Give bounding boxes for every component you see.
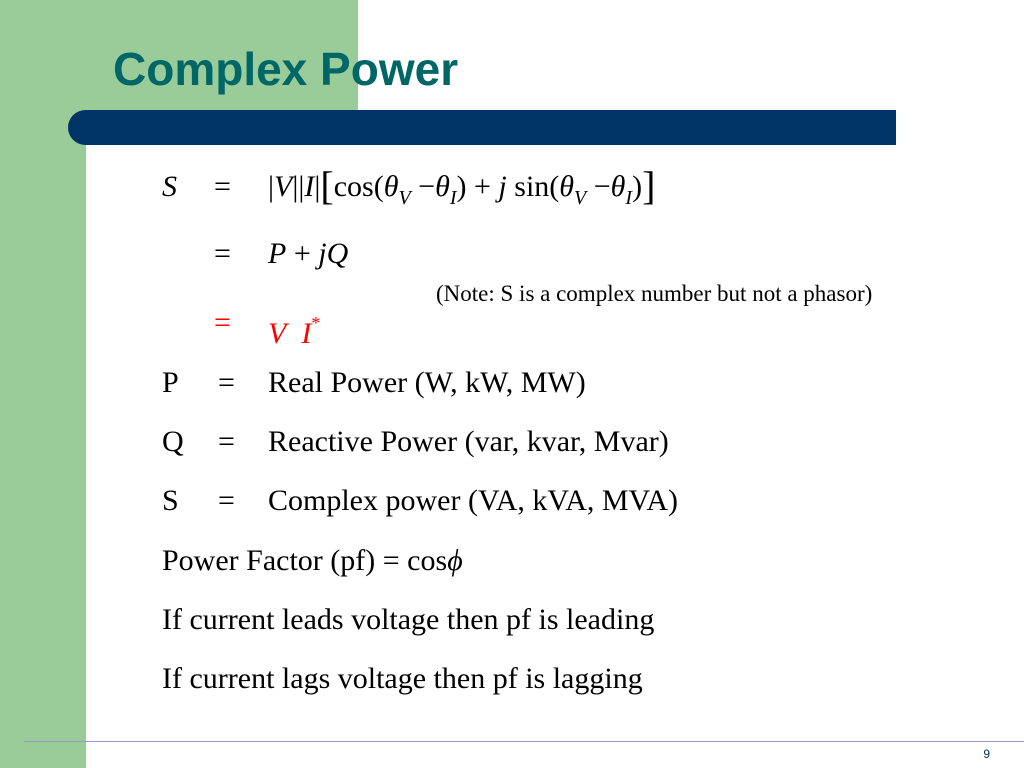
definition-key: Q	[162, 425, 184, 458]
theta-symbol: θ	[383, 170, 399, 203]
page-number: 9	[983, 747, 990, 761]
right-bracket-icon: ]	[642, 163, 656, 208]
note-text: (Note: S is a complex number but not a p…	[436, 281, 873, 306]
plus-sign: +	[286, 237, 319, 270]
voltage-phasor: V	[268, 317, 287, 350]
imaginary-j: j	[498, 170, 507, 203]
sidebar-green-left	[0, 120, 86, 768]
subscript-v: V	[574, 187, 587, 209]
conjugate-star: *	[311, 313, 321, 333]
equation-s-label: S	[162, 170, 177, 203]
definition-key: P	[162, 366, 179, 399]
content-panel	[86, 145, 1024, 768]
close-paren: )	[632, 170, 643, 203]
current-phasor: I	[301, 317, 312, 350]
theta-symbol: θ	[610, 170, 626, 203]
theta-symbol: θ	[435, 170, 450, 203]
abs-bar-icon: |	[268, 170, 275, 203]
subscript-i: I	[449, 187, 457, 209]
subscript-v: V	[398, 187, 411, 209]
current-magnitude: I	[304, 170, 315, 203]
definition-value: Real Power (W, kW, MW)	[268, 366, 586, 399]
equals-sign: =	[214, 170, 231, 203]
voltage-magnitude: V	[274, 170, 293, 203]
equals-sign: =	[214, 306, 231, 339]
footer-divider	[24, 741, 1024, 742]
theta-symbol: θ	[559, 170, 575, 203]
abs-bar-icon: ||	[292, 170, 305, 203]
definition-key: S	[162, 484, 179, 517]
phasor-product-expression: V I*	[268, 305, 320, 352]
cos-open: cos(	[333, 170, 384, 203]
abs-bar-icon: |	[314, 170, 321, 203]
definition-equals: =	[218, 366, 235, 399]
slide-title: Complex Power	[113, 43, 459, 95]
definition-value: Complex power (VA, kVA, MVA)	[268, 484, 679, 517]
power-factor-line: Power Factor (pf) = cosϕ	[162, 543, 463, 579]
power-factor-text: Power Factor (pf) = cos	[162, 544, 448, 577]
close-plus: ) +	[456, 170, 499, 203]
subscript-i: I	[625, 187, 633, 209]
equals-sign: =	[214, 237, 231, 270]
real-power-symbol: P	[268, 237, 287, 270]
minus-sign: −	[586, 170, 611, 203]
minus-sign: −	[410, 170, 436, 203]
definition-equals: =	[218, 425, 235, 458]
complex-power-polar-expression: |V||I|[cos(θV −θI) + j sin(θV −θI)]	[268, 166, 655, 216]
jq-symbol: jQ	[318, 237, 349, 270]
statement-lagging: If current lags voltage then pf is laggi…	[162, 662, 643, 695]
definition-value: Reactive Power (var, kvar, Mvar)	[268, 425, 669, 458]
title-underline-bar	[68, 110, 896, 145]
definition-equals: =	[218, 484, 235, 517]
sidebar-green-top	[0, 0, 358, 120]
statement-leading: If current leads voltage then pf is lead…	[162, 603, 655, 636]
sin-open: sin(	[506, 170, 560, 203]
rectangular-expression: P + jQ	[268, 236, 348, 272]
phi-symbol: ϕ	[447, 544, 463, 577]
left-bracket-icon: [	[320, 163, 334, 208]
